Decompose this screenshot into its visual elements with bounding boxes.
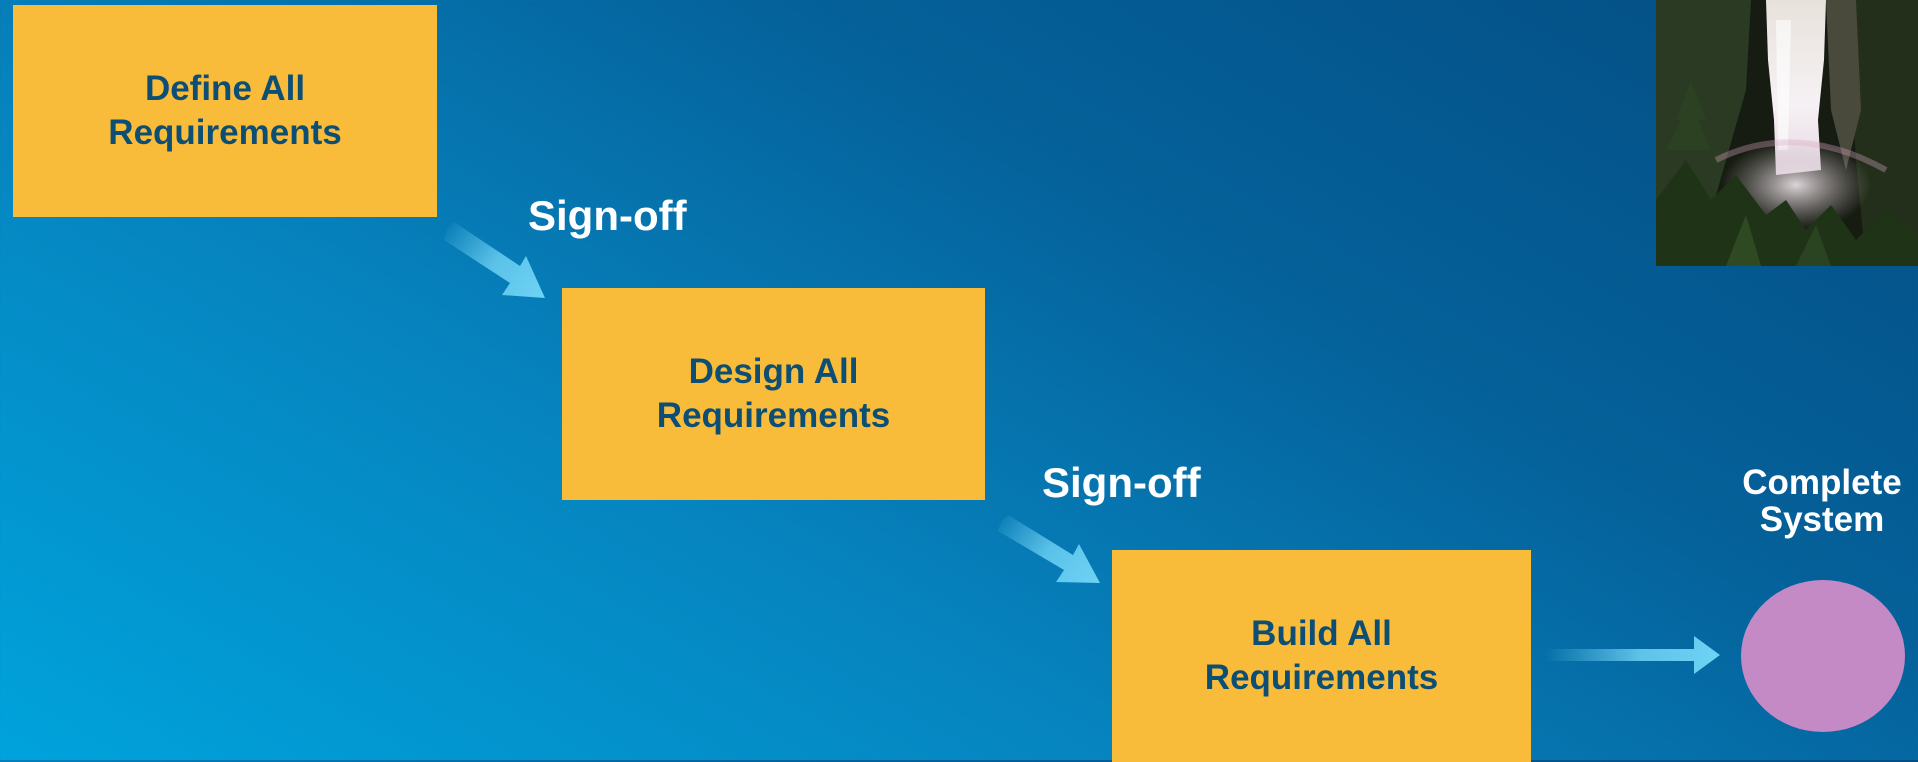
arrow-build-to-complete [1545, 636, 1720, 674]
complete-system-circle [1741, 580, 1905, 732]
step-design-line2: Requirements [656, 396, 891, 435]
complete-system-line2: System [1759, 500, 1885, 539]
complete-system-label: Complete System [1722, 464, 1918, 538]
step-define-line1: Define All [144, 69, 306, 108]
complete-system-line1: Complete [1742, 463, 1902, 502]
signoff-label-2: Sign-off [1042, 459, 1201, 506]
signoff-label-1: Sign-off [528, 192, 687, 239]
step-design-box: Design All Requirements [562, 288, 985, 500]
step-build-line1: Build All [1251, 614, 1392, 653]
step-design-line1: Design All [688, 352, 859, 391]
step-build-box: Build All Requirements [1112, 550, 1531, 762]
step-build-line2: Requirements [1204, 658, 1439, 697]
waterfall-photo [1656, 0, 1918, 266]
step-define-line2: Requirements [108, 113, 342, 152]
step-define-box: Define All Requirements [13, 5, 437, 217]
waterfall-image [1656, 0, 1918, 266]
arrow-design-to-build [998, 515, 1100, 583]
